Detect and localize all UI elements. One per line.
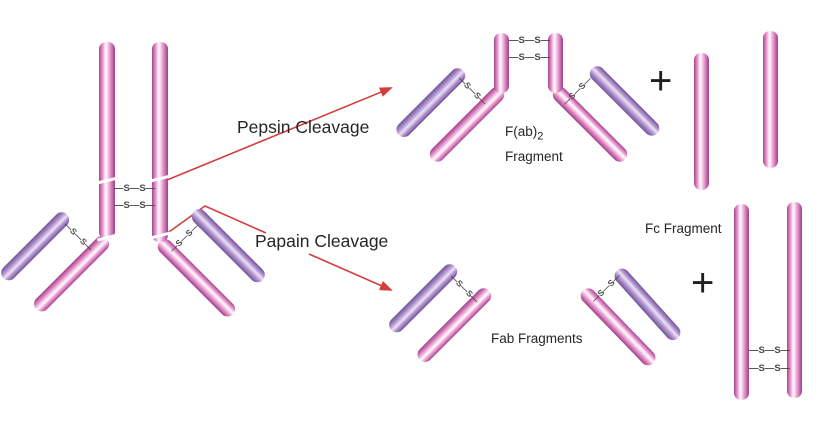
disulfide-bond: —S—S— xyxy=(114,200,156,211)
plus-sign-papain: + xyxy=(691,261,715,305)
fab2-subscript: 2 xyxy=(537,130,544,143)
antibody-right-heavy-chain xyxy=(152,42,168,242)
fc-fragment-label: Fc Fragment xyxy=(645,221,722,236)
pepsin-fc-piece-1 xyxy=(694,53,709,190)
fc-left-heavy-chain xyxy=(734,204,749,400)
disulfide-bond: —S—S— xyxy=(167,221,201,255)
pepsin-fc-piece-2 xyxy=(763,31,778,168)
plus-sign-pepsin: + xyxy=(649,59,673,103)
disulfide-bond: —S—S— xyxy=(509,52,551,63)
disulfide-bond: —S—S— xyxy=(448,271,482,306)
fab-fragments-label: Fab Fragments xyxy=(491,331,583,346)
fab2-name: F(ab) xyxy=(505,124,538,139)
disulfide-bond: —S—S— xyxy=(114,183,156,194)
fab2-word: Fragment xyxy=(505,148,563,164)
fab2-right-heavy-stub xyxy=(548,33,563,93)
disulfide-bond: —S—S— xyxy=(62,219,96,254)
fab2-left-heavy-stub xyxy=(494,33,509,93)
antibody-left-heavy-chain xyxy=(99,42,115,239)
fc-right-heavy-chain xyxy=(787,202,802,398)
pepsin-cleavage-label: Pepsin Cleavage xyxy=(237,117,370,137)
disulfide-bond: —S—S— xyxy=(456,73,490,108)
disulfide-bond: —S—S— xyxy=(749,363,791,374)
disulfide-bond: —S—S— xyxy=(509,35,551,46)
papain-cleavage-label: Papain Cleavage xyxy=(255,231,389,251)
disulfide-bond: —S—S— xyxy=(749,345,791,356)
disulfide-bond: —S—S— xyxy=(589,271,623,305)
